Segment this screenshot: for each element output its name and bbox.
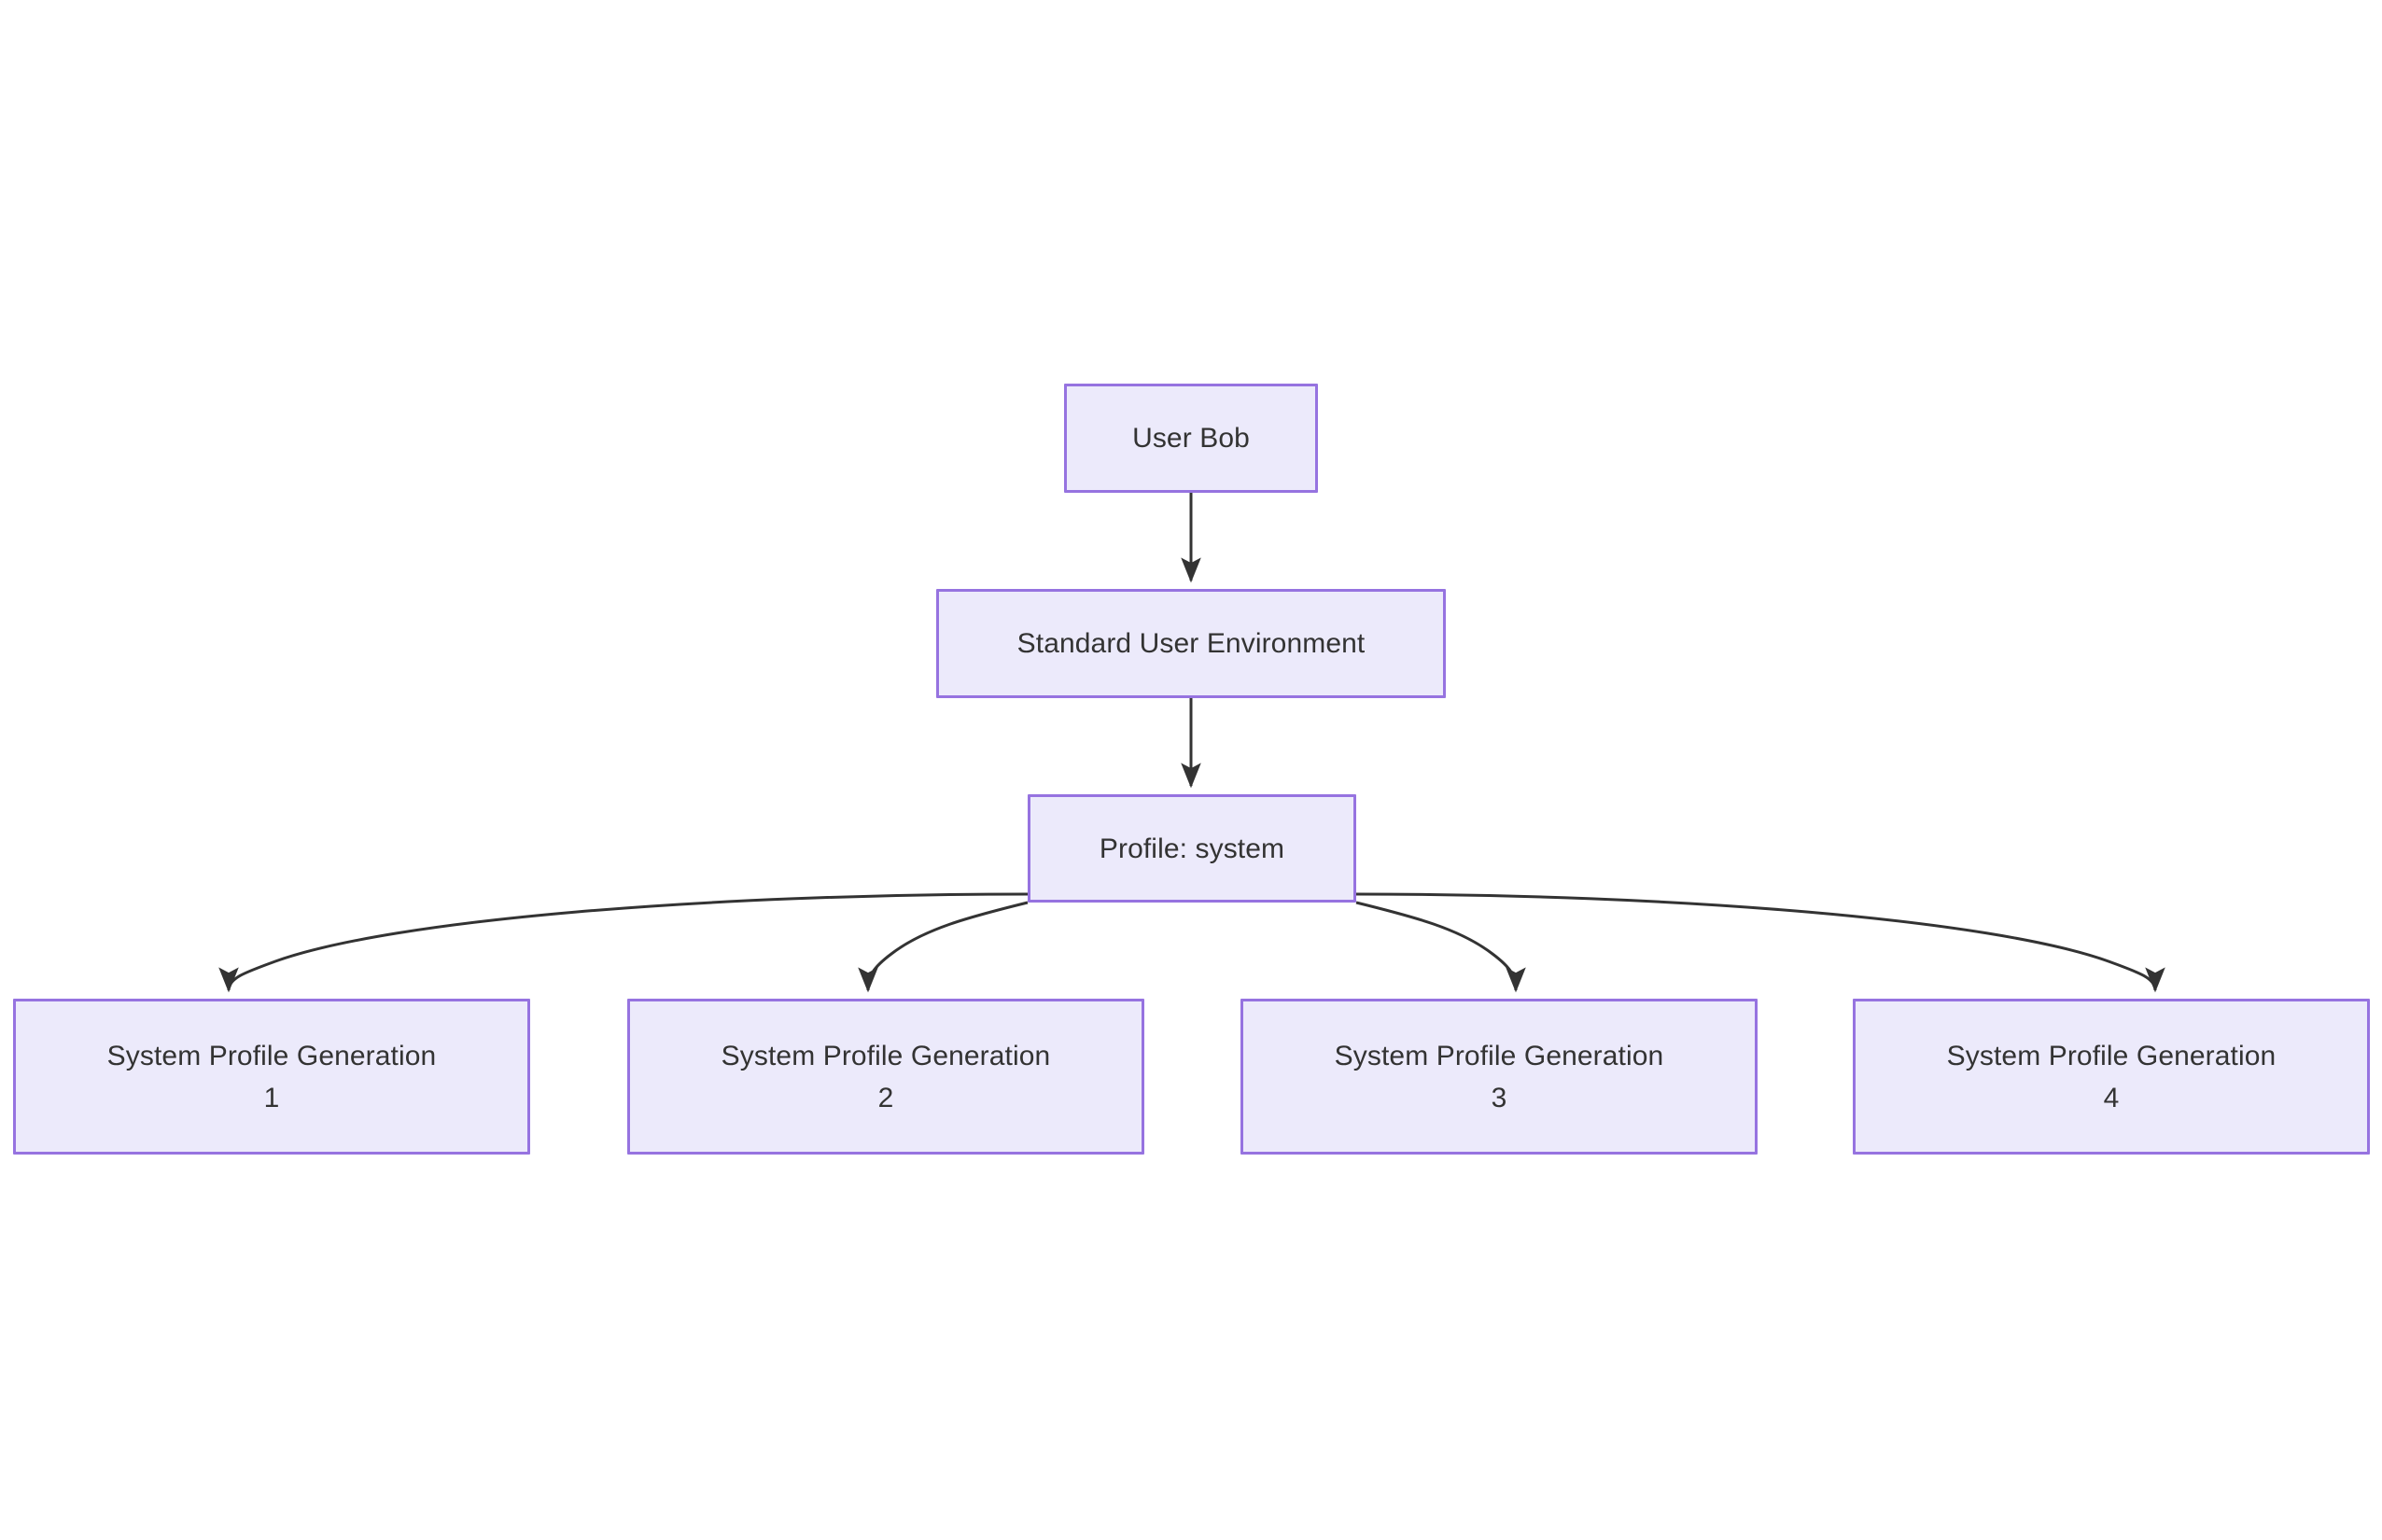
node-system-profile-generation-4-label: System Profile Generation 4 [1946, 1040, 2277, 1113]
node-system-profile-generation-2-label: System Profile Generation 2 [721, 1040, 1051, 1113]
edge-profile-to-gen-1 [218, 892, 1029, 993]
node-user-bob[interactable]: User Bob [1064, 384, 1318, 493]
node-standard-user-environment-label: Standard User Environment [1016, 628, 1366, 659]
node-profile-system[interactable]: Profile: system [1028, 794, 1356, 903]
node-standard-user-environment[interactable]: Standard User Environment [936, 589, 1446, 698]
node-system-profile-generation-1-label: System Profile Generation 1 [106, 1040, 437, 1113]
edge-profile-to-gen-2 [858, 901, 1029, 993]
node-system-profile-generation-2[interactable]: System Profile Generation 2 [627, 999, 1144, 1155]
node-system-profile-generation-3[interactable]: System Profile Generation 3 [1240, 999, 1758, 1155]
node-user-bob-label: User Bob [1132, 423, 1250, 454]
node-system-profile-generation-4[interactable]: System Profile Generation 4 [1853, 999, 2370, 1155]
edge-profile-to-gen-4 [1355, 892, 2165, 993]
node-system-profile-generation-1[interactable]: System Profile Generation 1 [13, 999, 530, 1155]
edge-profile-to-gen-3 [1355, 901, 1526, 993]
node-profile-system-label: Profile: system [1099, 833, 1285, 864]
node-system-profile-generation-3-label: System Profile Generation 3 [1334, 1040, 1664, 1113]
